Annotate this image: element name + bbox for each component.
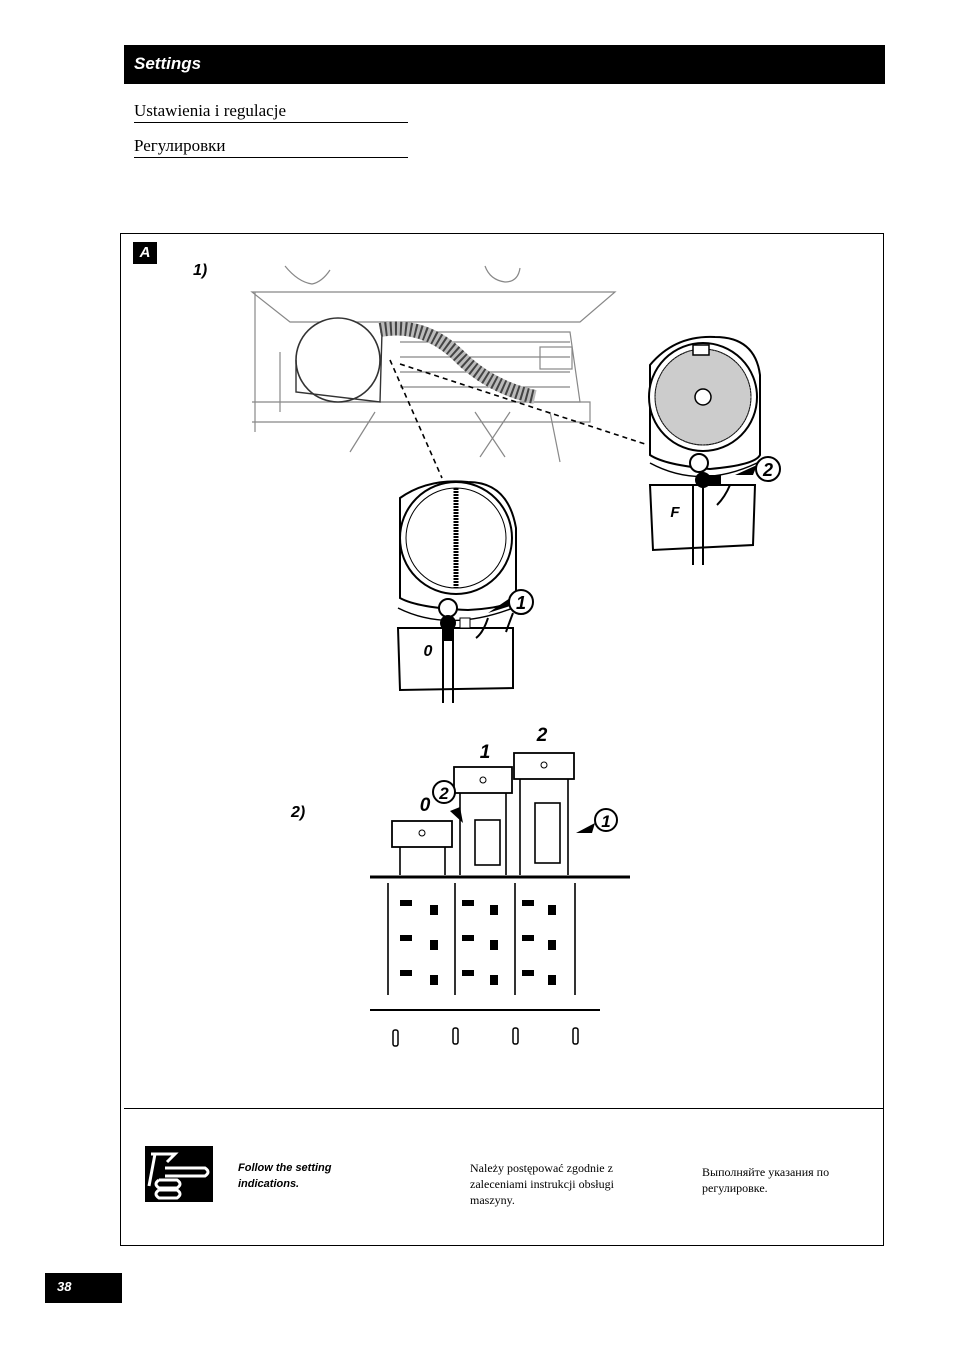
note-russian: Выполняйте указания по регулировке. <box>702 1165 830 1195</box>
shutter-label-0: 0 <box>420 795 431 816</box>
header-bar: Settings <box>124 45 885 84</box>
shutter-label-1: 1 <box>480 742 491 763</box>
subtitle-russian: Регулировки <box>134 136 408 158</box>
step2-label: 2) <box>291 804 306 821</box>
shutter-label-2: 2 <box>536 725 548 746</box>
shutter-callout-right: 1 <box>601 812 610 831</box>
machine-illustration <box>250 265 617 463</box>
valve-right-callout: 2 <box>762 460 773 480</box>
step1-label: 1) <box>193 262 208 279</box>
valve-open-illustration: 2 F <box>648 335 781 565</box>
valve-left-callout: 1 <box>516 593 526 613</box>
valve-closed-illustration: 1 0 <box>396 480 534 703</box>
figure-badge: A <box>133 242 157 264</box>
page-number-box: 38 <box>45 1273 122 1303</box>
page-number: 38 <box>57 1279 72 1294</box>
valve-left-position: 0 <box>424 643 433 660</box>
page-title: Settings <box>134 54 202 73</box>
shutters-illustration: 2 1 0 1 2 <box>370 725 630 1047</box>
pointer-lines <box>389 359 649 479</box>
section-divider <box>124 1108 884 1109</box>
note-polish: Należy postępować zgodnie z zaleceniami … <box>470 1161 614 1207</box>
figure-frame <box>120 233 884 1246</box>
settings-manual-icon <box>145 1146 213 1202</box>
subtitle-polish: Ustawienia i regulacje <box>134 101 408 123</box>
note-english: Follow the setting indications. <box>238 1162 332 1190</box>
valve-right-position: F <box>670 504 680 521</box>
shutter-callout-left: 2 <box>438 784 449 803</box>
